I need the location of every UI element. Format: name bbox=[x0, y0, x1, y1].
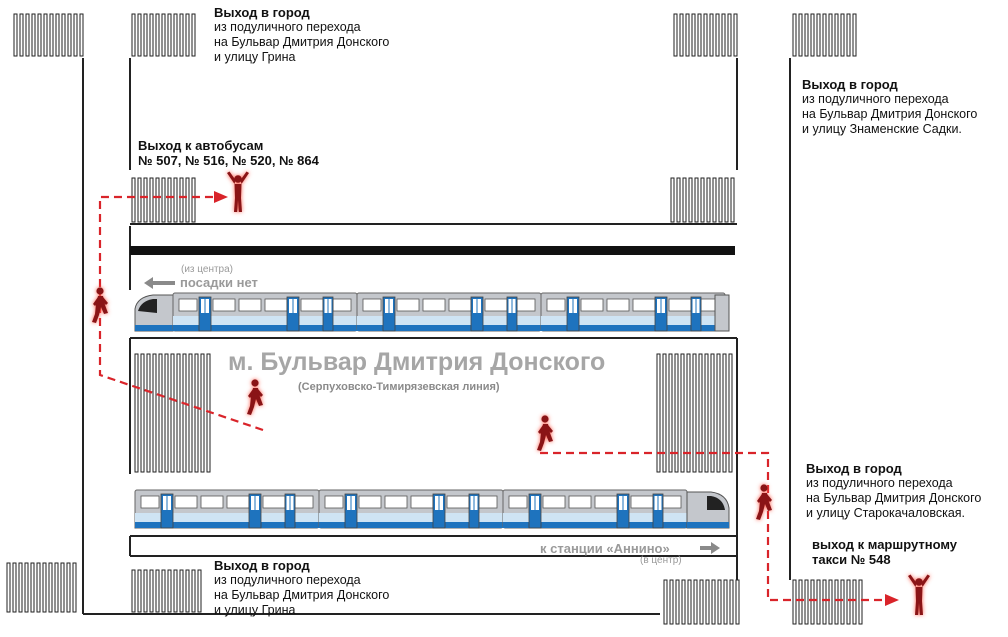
exit-bus-routes: № 507, № 516, № 520, № 864 bbox=[138, 153, 319, 168]
exit-title: Выход в город bbox=[214, 5, 310, 20]
route-bus bbox=[98, 195, 264, 432]
person-walking-icon bbox=[537, 415, 553, 451]
exit-title: Выход в город bbox=[214, 558, 310, 573]
exit-line: и улицу Грина bbox=[214, 603, 296, 617]
person-arms-up-icon bbox=[908, 574, 930, 615]
passage-walls bbox=[82, 58, 791, 615]
right-arrow-icon bbox=[700, 542, 720, 554]
exit-bottom-right-label: Выход в город из подуличного перехода на… bbox=[806, 461, 981, 521]
exit-line: из подуличного перехода bbox=[214, 20, 361, 34]
staircase bbox=[791, 578, 863, 626]
exit-line: и улицу Грина bbox=[214, 50, 296, 64]
bottom-direction-main: к станции «Аннино» bbox=[540, 541, 670, 556]
top-direction-small: (из центра) bbox=[181, 264, 234, 275]
exit-line: из подуличного перехода bbox=[214, 573, 361, 587]
exit-line: из подуличного перехода bbox=[802, 92, 949, 106]
exit-line: на Бульвар Дмитрия Донского bbox=[214, 588, 390, 602]
exit-bus-label: Выход к автобусам № 507, № 516, № 520, №… bbox=[138, 138, 319, 168]
platform-edge-bar bbox=[130, 246, 735, 255]
exit-line: на Бульвар Дмитрия Донского bbox=[806, 491, 982, 505]
top-direction-main: посадки нет bbox=[180, 275, 258, 290]
exit-top-left-label: Выход в город из подуличного перехода на… bbox=[214, 5, 389, 65]
person-arms-up-icon bbox=[227, 171, 249, 212]
train-bottom bbox=[134, 489, 730, 529]
staircase bbox=[130, 176, 196, 224]
exit-line: на Бульвар Дмитрия Донского bbox=[802, 107, 978, 121]
exit-line: и улицу Старокачаловская. bbox=[806, 506, 966, 520]
route-lines bbox=[98, 195, 885, 602]
staircase bbox=[669, 176, 737, 224]
exit-taxi-line2: такси № 548 bbox=[812, 552, 891, 567]
route-bus-arrowhead-icon bbox=[214, 191, 228, 203]
staircase bbox=[5, 561, 77, 614]
exit-line: на Бульвар Дмитрия Донского bbox=[214, 35, 390, 49]
station-title: м. Бульвар Дмитрия Донского bbox=[228, 348, 606, 376]
person-walking-icon bbox=[756, 484, 772, 520]
person-walking-icon bbox=[247, 379, 263, 415]
exit-taxi-line1: выход к маршрутному bbox=[812, 537, 958, 552]
exit-bottom-left-label: Выход в город из подуличного перехода на… bbox=[214, 558, 389, 618]
person-walking-icon bbox=[92, 287, 108, 323]
left-arrow-icon bbox=[144, 277, 175, 289]
staircase bbox=[130, 568, 204, 614]
exit-bus-title: Выход к автобусам bbox=[138, 138, 264, 153]
staircase bbox=[133, 352, 211, 474]
train-top bbox=[134, 292, 730, 332]
station-line: (Серпуховско-Тимирязевская линия) bbox=[298, 381, 500, 393]
exit-title: Выход в город bbox=[806, 461, 902, 476]
staircase bbox=[662, 578, 740, 626]
route-taxi-arrowhead-icon bbox=[885, 594, 899, 606]
staircase bbox=[672, 12, 738, 58]
staircase bbox=[130, 12, 196, 58]
staircase bbox=[655, 352, 735, 474]
exit-line: из подуличного перехода bbox=[806, 476, 953, 490]
exit-title: Выход в город bbox=[802, 77, 898, 92]
bottom-direction-small: (в центр) bbox=[640, 555, 682, 566]
staircases bbox=[5, 12, 863, 626]
exit-top-right-label: Выход в город из подуличного перехода на… bbox=[802, 77, 977, 137]
staircase bbox=[791, 12, 859, 58]
staircase bbox=[12, 12, 84, 58]
exit-taxi-label: выход к маршрутному такси № 548 bbox=[812, 537, 957, 567]
exit-line: и улицу Знаменские Садки. bbox=[802, 122, 962, 136]
route-taxi bbox=[540, 451, 885, 602]
